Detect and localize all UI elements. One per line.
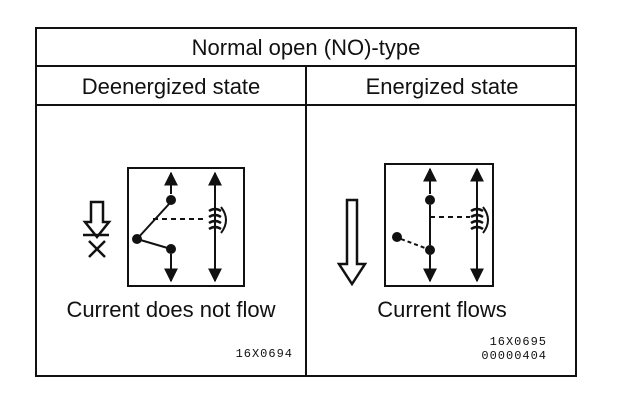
figure-code-energized-2: 00000404 (481, 349, 547, 363)
caption-energized: Current flows (377, 297, 507, 322)
no-current-arrow-icon (82, 200, 112, 258)
movable-contact (392, 232, 402, 242)
common-contact (166, 244, 176, 254)
coil-icon (208, 206, 227, 234)
coil-icon (470, 206, 489, 234)
open-switch-arm (136, 203, 170, 240)
common-contact (425, 245, 435, 255)
header-deenergized: Deenergized state (81, 74, 261, 99)
common-lead (400, 238, 426, 249)
current-flow-arrow-icon (336, 198, 368, 287)
figure-code-deenergized: 16X0694 (235, 347, 293, 361)
header-energized: Energized state (365, 74, 519, 99)
fixed-contact-upper (425, 195, 435, 205)
energized-diagram (336, 163, 494, 287)
column-divider (305, 66, 307, 375)
fixed-contact-upper (166, 195, 176, 205)
common-lead (136, 238, 172, 250)
caption-deenergized: Current does not flow (66, 297, 276, 322)
deenergized-diagram (82, 167, 245, 287)
table-title: Normal open (NO)-type (191, 35, 421, 60)
relay-diagrams (82, 163, 494, 287)
relay-frame (384, 163, 494, 287)
relay-frame (127, 167, 245, 287)
figure-code-energized: 16X0695 (489, 335, 547, 349)
relay-state-table: Normal open (NO)-type Deenergized state … (35, 27, 577, 377)
